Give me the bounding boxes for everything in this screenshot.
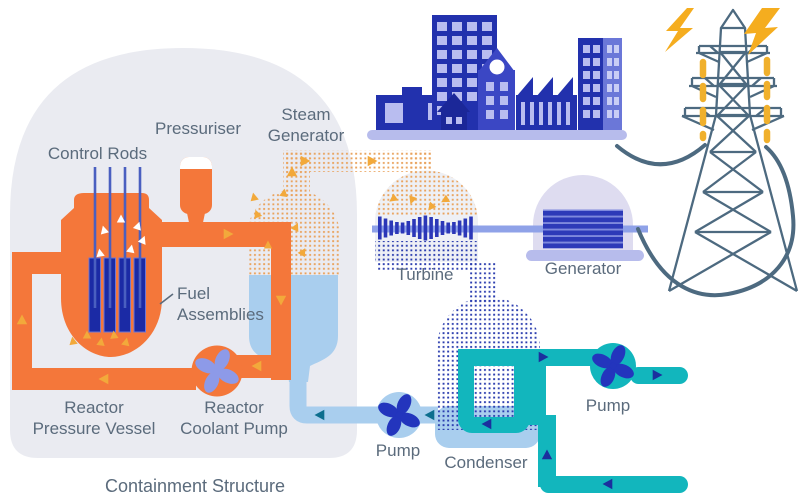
label-generator: Generator xyxy=(544,259,622,278)
cooling-pump xyxy=(589,342,637,390)
label-reactor-coolant-pump: Reactor Coolant Pump xyxy=(180,398,288,438)
reactor-coolant-pump xyxy=(191,345,243,397)
label-turbine: Turbine xyxy=(396,265,454,284)
tower-building xyxy=(578,38,622,131)
generator-core xyxy=(526,209,644,261)
city-skyline xyxy=(367,15,627,140)
feedwater-loop xyxy=(289,378,438,439)
primary-coolant-loop xyxy=(12,157,309,397)
fuel-label-pointer xyxy=(159,293,174,305)
label-pump-cooling: Pump xyxy=(585,396,631,415)
label-fuel-assemblies: Fuel Assemblies xyxy=(177,284,264,324)
label-containment-structure: Containment Structure xyxy=(104,476,286,496)
clock-tower xyxy=(478,48,515,131)
city-ground xyxy=(367,130,627,140)
label-condenser: Condenser xyxy=(444,453,528,472)
wire-generator xyxy=(636,145,796,298)
lightning-bolts xyxy=(665,8,780,55)
turbine-generator-shaft xyxy=(372,225,648,233)
gabled-house xyxy=(437,93,470,131)
label-pump-feedwater: Pump xyxy=(375,441,421,460)
lightning-bolt-icon xyxy=(744,8,780,55)
label-control-rods: Control Rods xyxy=(47,144,148,163)
lightning-bolt-icon xyxy=(665,8,694,52)
turbine-blades xyxy=(378,215,473,241)
power-line-dashes xyxy=(699,56,771,144)
generator-base xyxy=(526,250,644,261)
transmission-tower xyxy=(667,8,799,292)
wire-city xyxy=(615,143,707,167)
label-reactor-pressure-vessel: Reactor Pressure Vessel xyxy=(32,398,156,438)
label-pressuriser: Pressuriser xyxy=(155,119,241,138)
feedwater-pump xyxy=(375,391,423,439)
cooling-water-loop xyxy=(458,342,688,493)
pressuriser-vessel xyxy=(180,157,212,232)
control-rods xyxy=(93,167,142,308)
power-lines xyxy=(615,143,796,298)
label-steam-generator: Steam Generator xyxy=(267,105,345,145)
factory xyxy=(516,77,577,131)
